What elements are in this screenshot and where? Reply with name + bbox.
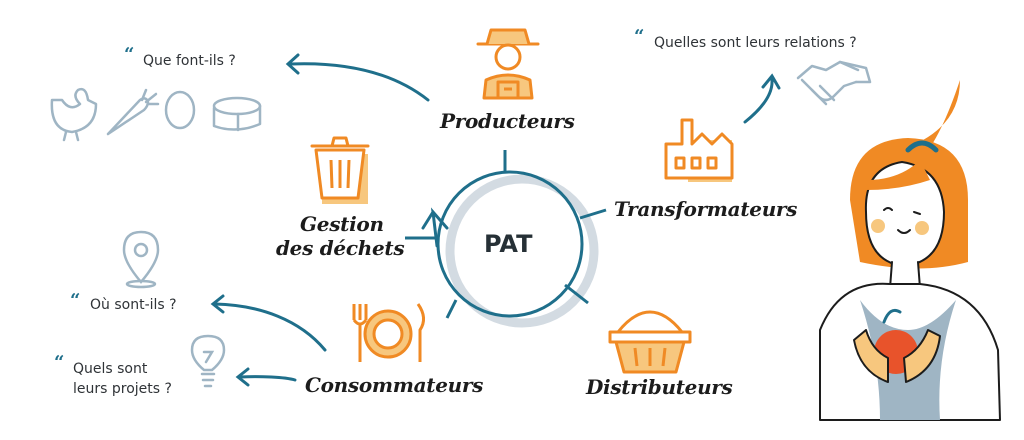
question-relations: Quelles sont leurs relations ? [654,35,857,51]
question-que-font-ils: Que font-ils ? [143,53,236,69]
label-gestion-line1: Gestion [300,212,384,236]
quote-mark: “ [70,290,81,311]
carrot-icon [106,88,160,136]
girl-with-apple-illustration [819,80,1001,421]
egg-icon [164,90,196,130]
diagram-center-title: PAT [484,230,533,258]
central-cycle [405,150,607,328]
food-icons [50,87,262,142]
plate-cutlery-icon [352,303,425,362]
question-projets-line1: Quels sont [73,361,148,377]
factory-icon [664,118,734,182]
cheese-icon [212,96,262,132]
question-ou-sont-ils: Où sont-ils ? [90,297,177,313]
farmer-icon [476,28,540,100]
question-arrows [210,53,781,387]
lightbulb-icon [190,334,226,388]
question-projets-line2: leurs projets ? [73,381,172,397]
quote-mark: “ [634,26,645,47]
label-producteurs: Producteurs [440,109,575,133]
quote-mark: “ [124,44,135,65]
trash-can-icon [310,136,370,204]
label-transformateurs: Transformateurs [614,197,798,221]
chicken-icon [50,87,98,142]
handshake-icon [796,60,872,106]
label-gestion-line2: des déchets [276,236,405,260]
basket-icon [608,310,692,374]
label-consommateurs: Consommateurs [305,373,484,397]
cycle-arrow-icon [421,207,449,248]
quote-mark: “ [54,352,65,373]
label-distributeurs: Distributeurs [586,375,733,399]
location-pin-icon [122,230,160,289]
